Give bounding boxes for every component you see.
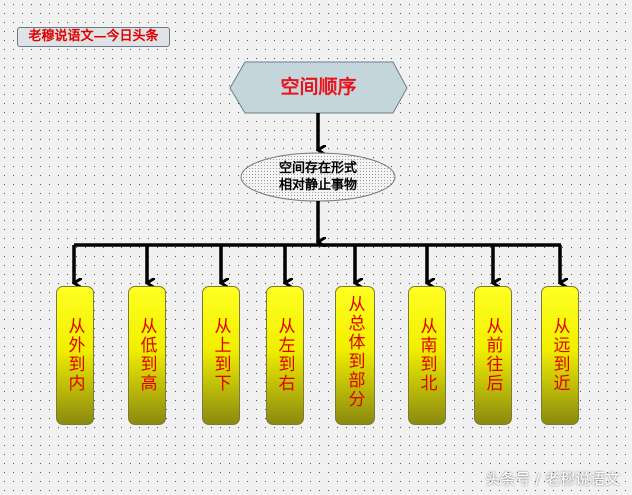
branch-box: 从低到高: [128, 286, 166, 425]
branch-box: 从远到近: [541, 286, 579, 425]
branch-label: 从南到北: [416, 317, 437, 393]
root-hexagon: [229, 61, 408, 114]
branch-label: 从低到高: [136, 317, 157, 393]
branch-box: 从前往后: [474, 286, 512, 425]
branch-label: 从左到右: [274, 317, 295, 393]
branch-label: 从外到内: [64, 317, 85, 393]
branch-box: 从南到北: [408, 286, 446, 425]
middle-line-1: 空间存在形式: [278, 161, 357, 176]
branch-box: 从总体到部分: [335, 286, 375, 425]
branch-label: 从上到下: [210, 317, 231, 393]
watermark: 头条号 / 老穆说语文: [485, 470, 620, 488]
branch-label: 从远到近: [549, 317, 570, 393]
branch-box: 从外到内: [56, 286, 94, 425]
branch-box: 从上到下: [202, 286, 240, 425]
root-label: 空间顺序: [280, 76, 357, 98]
badge-label: 老穆说语文—今日头条: [17, 27, 170, 47]
middle-label: 空间存在形式 相对静止事物: [241, 153, 395, 201]
branch-label: 从前往后: [482, 317, 503, 393]
branch-label: 从总体到部分: [344, 295, 365, 409]
middle-line-2: 相对静止事物: [278, 178, 357, 193]
branch-box: 从左到右: [266, 286, 304, 425]
